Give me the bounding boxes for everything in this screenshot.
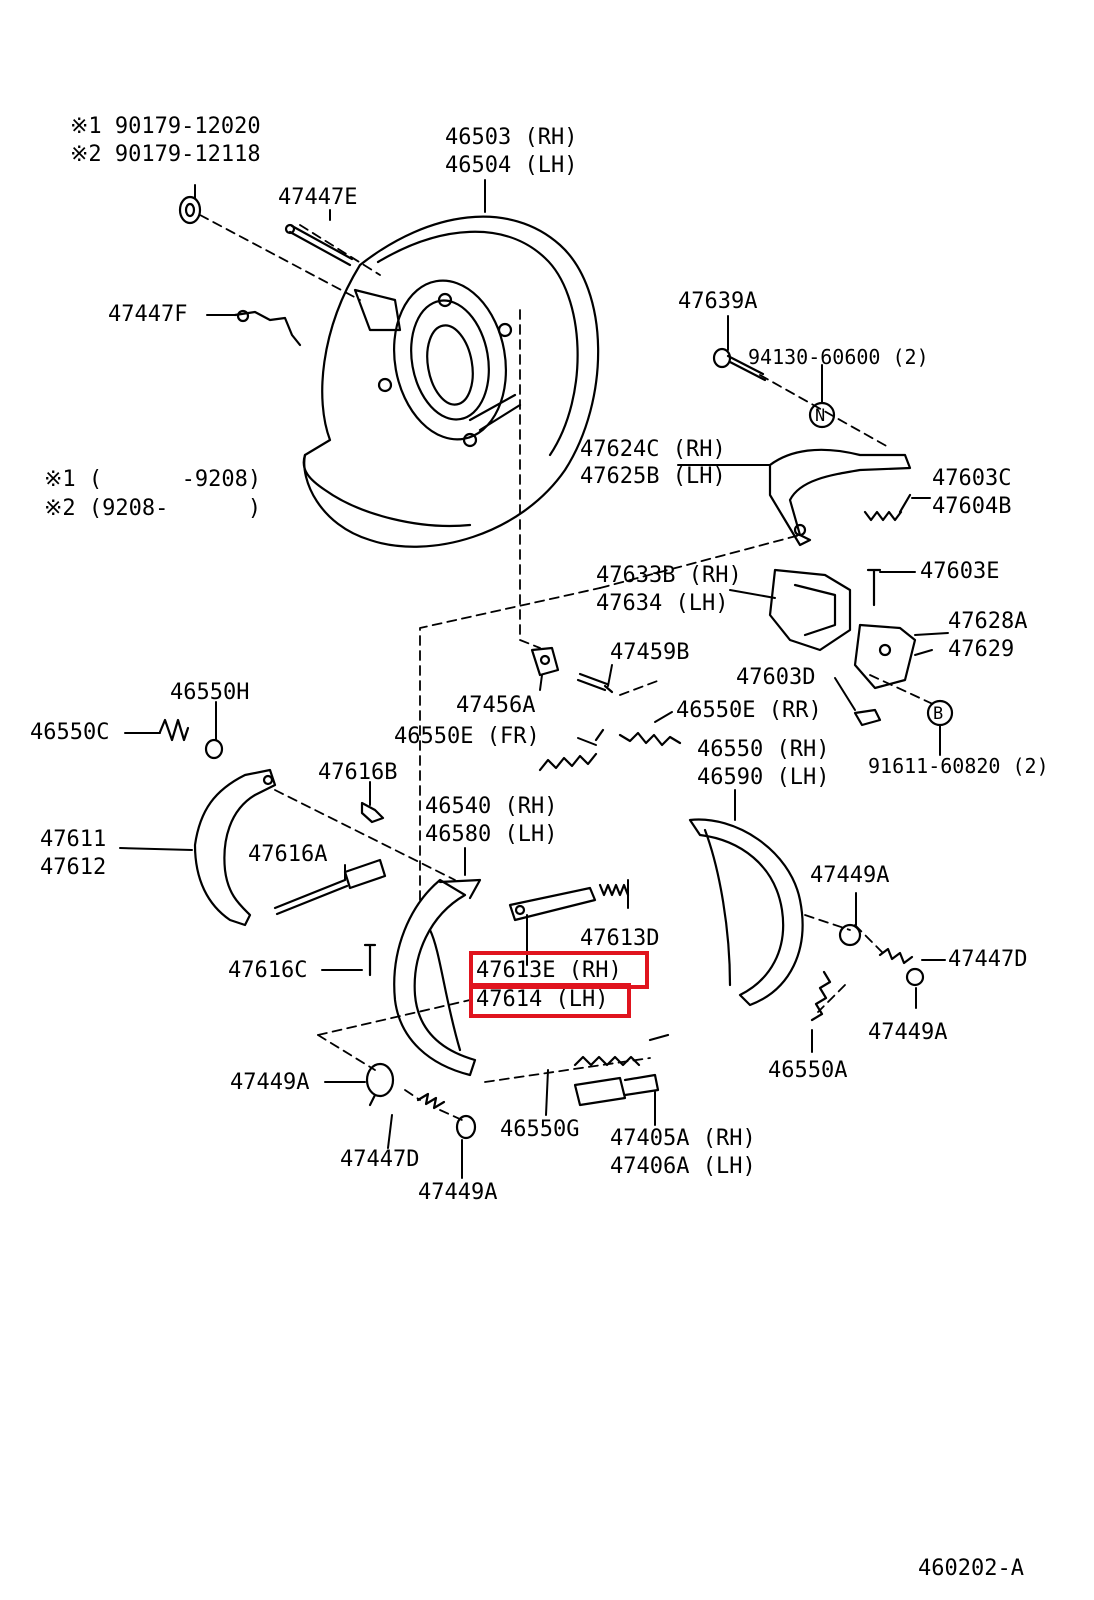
- part-label-46590[interactable]: 46590 (LH): [697, 765, 830, 790]
- part-label-47456a[interactable]: 47456A: [456, 693, 536, 718]
- cup-47449a-right2: [905, 967, 925, 987]
- part-label-47449a-bottom[interactable]: 47449A: [418, 1180, 498, 1205]
- strut-47616a: [273, 858, 387, 916]
- bolt-94130: [712, 347, 767, 382]
- part-label-46550e-rr[interactable]: 46550E (RR): [676, 698, 822, 723]
- part-label-94130[interactable]: 94130-60600 (2): [748, 345, 929, 369]
- lever-47613e: [508, 886, 597, 922]
- part-label-47406a[interactable]: 47406A (LH): [610, 1154, 756, 1179]
- spring-47447d-right: [878, 947, 914, 965]
- shoe-46550: [688, 818, 804, 1007]
- part-label-47611[interactable]: 47611: [40, 827, 107, 852]
- part-label-47447f[interactable]: 47447F: [108, 302, 188, 327]
- part-label-47613e[interactable]: 47613E (RH): [476, 958, 622, 983]
- part-label-47447d-right[interactable]: 47447D: [948, 947, 1028, 972]
- plate-47628a: [853, 623, 917, 690]
- part-label-47459b[interactable]: 47459B: [610, 640, 690, 665]
- part-label-47604b[interactable]: 47604B: [932, 494, 1012, 519]
- note-2-range: ※2 (9208- ): [44, 496, 262, 521]
- part-label-46550[interactable]: 46550 (RH): [697, 737, 830, 762]
- note-2-part-number: ※2 90179-12118: [70, 142, 261, 167]
- part-label-47449a-right[interactable]: 47449A: [810, 863, 890, 888]
- part-label-47603e[interactable]: 47603E: [920, 559, 1000, 584]
- part-label-47614[interactable]: 47614 (LH): [476, 987, 609, 1012]
- part-label-47634[interactable]: 47634 (LH): [596, 591, 729, 616]
- part-label-47628a[interactable]: 47628A: [948, 609, 1028, 634]
- part-label-91611[interactable]: 91611-60820 (2): [868, 754, 1049, 778]
- part-label-46540[interactable]: 46540 (RH): [425, 794, 558, 819]
- spring-46550e-fr: [538, 728, 605, 772]
- part-label-46550g[interactable]: 46550G: [500, 1117, 580, 1142]
- part-label-47616b[interactable]: 47616B: [318, 760, 398, 785]
- backing-plate: [302, 215, 600, 548]
- spring-46550g: [573, 1033, 670, 1067]
- part-label-47616c[interactable]: 47616C: [228, 958, 308, 983]
- spring-47447d-left: [416, 1092, 446, 1110]
- part-label-47613d[interactable]: 47613D: [580, 926, 660, 951]
- lever-47624c: [768, 448, 912, 547]
- part-label-47616a[interactable]: 47616A: [248, 842, 328, 867]
- part-label-46503[interactable]: 46503 (RH): [445, 125, 578, 150]
- part-label-47624c[interactable]: 47624C (RH): [580, 437, 726, 462]
- part-label-47449a-left[interactable]: 47449A: [230, 1070, 310, 1095]
- spring-47603c: [863, 493, 912, 522]
- part-label-47639a[interactable]: 47639A: [678, 289, 758, 314]
- part-label-46580[interactable]: 46580 (LH): [425, 822, 558, 847]
- clip-46550c: [158, 718, 190, 742]
- callout-label-n: N: [815, 406, 826, 426]
- part-label-47633b[interactable]: 47633B (RH): [596, 563, 742, 588]
- diagram-code: 460202-A: [918, 1556, 1024, 1581]
- nut-90179: [178, 195, 202, 225]
- highlight-box-47613e: [469, 951, 649, 989]
- part-label-47629[interactable]: 47629: [948, 637, 1015, 662]
- part-label-47603d[interactable]: 47603D: [736, 665, 816, 690]
- pin-47616c: [363, 943, 377, 977]
- callout-label-b: B: [933, 704, 944, 724]
- part-label-47449a-right2[interactable]: 47449A: [868, 1020, 948, 1045]
- highlight-box-47614: [469, 983, 631, 1018]
- part-label-46504[interactable]: 46504 (LH): [445, 153, 578, 178]
- cover-47633b: [768, 568, 852, 652]
- bolt-47459b: [576, 672, 614, 694]
- part-label-46550e-fr[interactable]: 46550E (FR): [394, 724, 540, 749]
- part-label-46550a[interactable]: 46550A: [768, 1058, 848, 1083]
- part-label-46550c[interactable]: 46550C: [30, 720, 110, 745]
- note-1-range: ※1 ( -9208): [44, 467, 262, 492]
- spring-47613d: [598, 883, 630, 897]
- pin-47603e: [866, 568, 882, 607]
- part-label-47447d-left[interactable]: 47447D: [340, 1147, 420, 1172]
- spring-46550e-rr: [618, 731, 682, 747]
- part-label-46550h[interactable]: 46550H: [170, 680, 250, 705]
- bolt-47447e: [284, 223, 354, 267]
- cup-47449a-right: [838, 923, 862, 947]
- cup-47449a-bottom: [455, 1114, 477, 1140]
- bracket-47456a: [530, 646, 560, 677]
- washer-46550h: [204, 738, 224, 760]
- note-1-part-number: ※1 90179-12020: [70, 114, 261, 139]
- part-label-47447e[interactable]: 47447E: [278, 185, 358, 210]
- part-label-47625b[interactable]: 47625B (LH): [580, 464, 726, 489]
- lever-47611: [193, 768, 277, 927]
- spring-46550a: [810, 970, 832, 1022]
- adjuster-47405a: [573, 1073, 660, 1107]
- part-label-47603c[interactable]: 47603C: [932, 466, 1012, 491]
- part-label-47405a[interactable]: 47405A (RH): [610, 1126, 756, 1151]
- clip-47616b: [360, 801, 385, 824]
- clip-47603d: [853, 708, 882, 727]
- shoe-46540: [393, 878, 482, 1077]
- cup-47449a-left: [365, 1062, 395, 1107]
- part-label-47612[interactable]: 47612: [40, 855, 107, 880]
- bleeder-47447f: [233, 310, 302, 347]
